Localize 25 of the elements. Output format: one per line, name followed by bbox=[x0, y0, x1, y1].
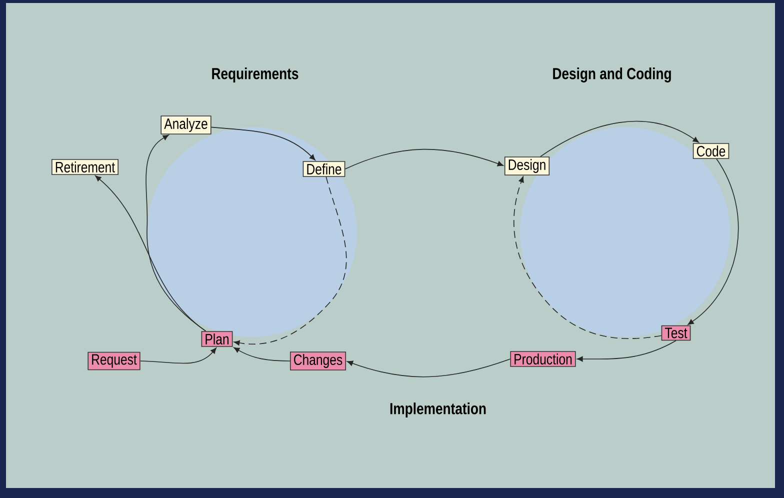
phase-box: Request bbox=[88, 352, 140, 370]
stage-box: Analyze bbox=[160, 116, 212, 134]
phase-box: Plan bbox=[201, 331, 233, 347]
stage-box: Code bbox=[692, 143, 730, 159]
section-heading: Implementation bbox=[390, 402, 486, 418]
arrow bbox=[140, 348, 216, 364]
arrow bbox=[540, 120, 699, 157]
stage-box: Define bbox=[302, 161, 346, 177]
stage-box: Design bbox=[504, 156, 550, 176]
arrow bbox=[347, 358, 511, 378]
stage-box: Retirement bbox=[52, 159, 118, 175]
arrow bbox=[234, 176, 347, 346]
section-heading: Design and Coding bbox=[553, 68, 671, 82]
arrow bbox=[513, 176, 662, 339]
arrow bbox=[146, 134, 206, 332]
arrow bbox=[576, 340, 676, 362]
phase-box: Test bbox=[661, 325, 691, 341]
arrow bbox=[234, 347, 290, 362]
arrow bbox=[344, 148, 504, 170]
section-heading: Requirements bbox=[212, 68, 298, 82]
arrow bbox=[210, 126, 316, 160]
phase-box: Changes bbox=[290, 352, 346, 370]
arrow bbox=[688, 158, 739, 325]
arrow bbox=[95, 175, 206, 332]
phase-box: Production bbox=[510, 351, 576, 367]
